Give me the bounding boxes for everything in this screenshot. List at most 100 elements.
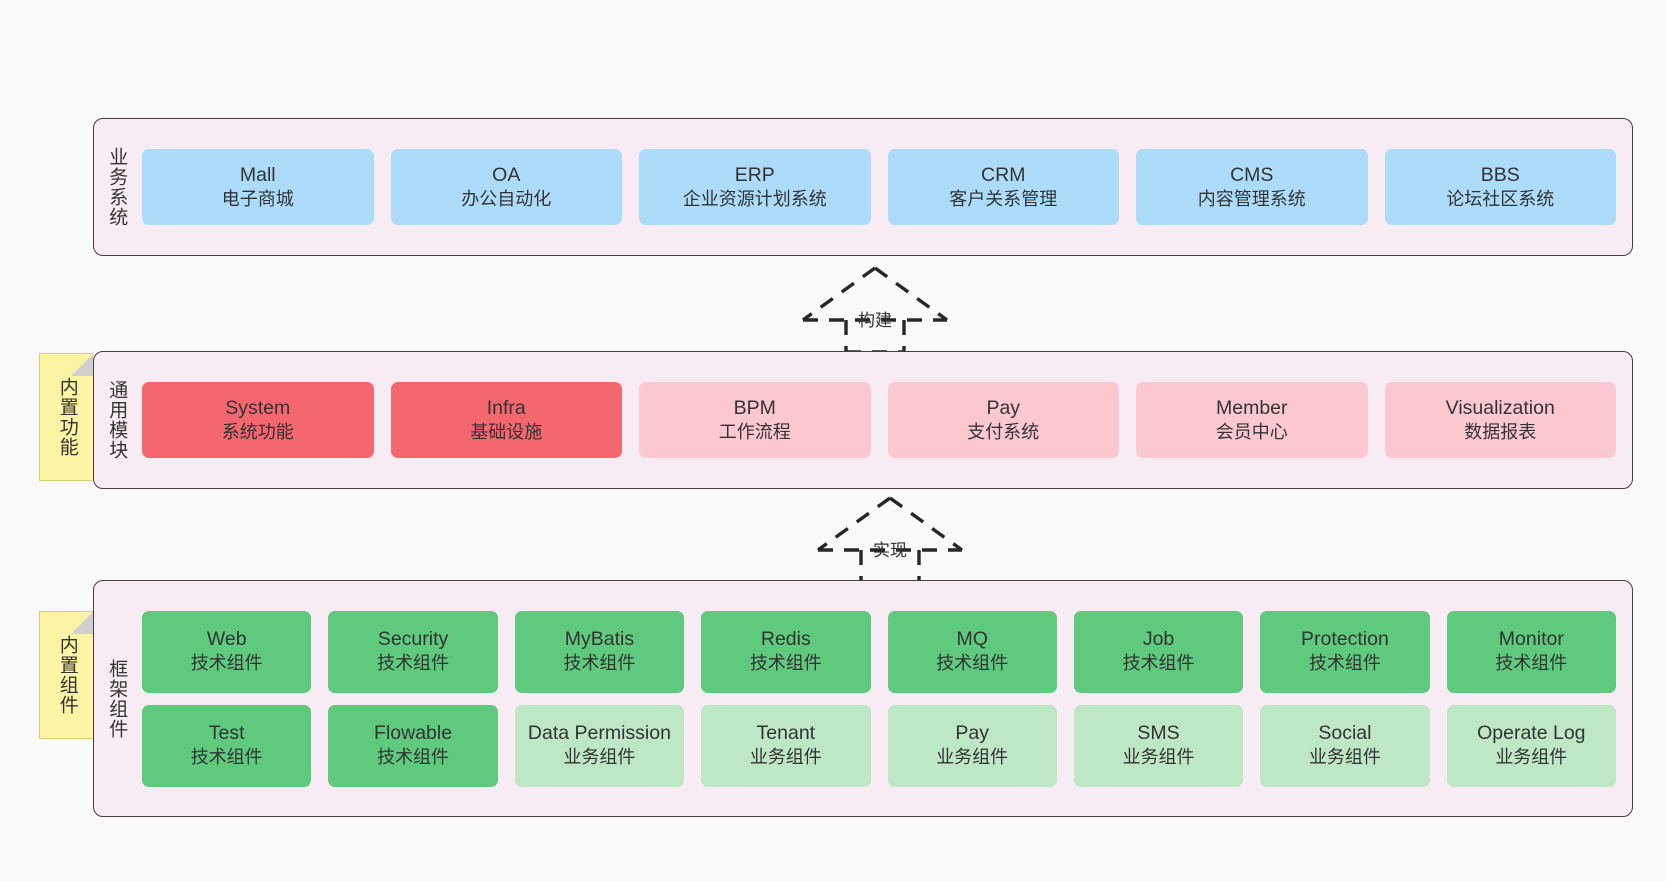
card-subtitle: 技术组件 — [377, 653, 450, 674]
card-row: Test 技术组件 Flowable 技术组件 Data Permission … — [142, 704, 1616, 787]
layer-body-business-systems: Mall 电子商城 OA 办公自动化 ERP 企业资源计划系统 CRM 客户关系… — [138, 119, 1632, 255]
card-title: Pay — [955, 722, 989, 745]
connector-build-label: 构建 — [858, 311, 892, 330]
layer-business-systems: 业务系统 Mall 电子商城 OA 办公自动化 ERP 企业资源计划系统 CRM… — [93, 118, 1633, 256]
card-title: Test — [208, 722, 245, 745]
card-crm[interactable]: CRM 客户关系管理 — [887, 149, 1119, 225]
card-subtitle: 工作流程 — [718, 421, 791, 442]
card-title: Monitor — [1498, 628, 1564, 651]
card-title: Security — [377, 628, 449, 651]
card-title: Pay — [986, 396, 1021, 419]
card-social[interactable]: Social 业务组件 — [1260, 704, 1430, 787]
card-subtitle: 业务组件 — [749, 747, 822, 768]
card-subtitle: 数据报表 — [1464, 421, 1537, 442]
card-title: Visualization — [1445, 396, 1555, 419]
card-subtitle: 技术组件 — [377, 747, 450, 768]
card-subtitle: 技术组件 — [749, 653, 822, 674]
card-monitor[interactable]: Monitor 技术组件 — [1446, 610, 1616, 693]
card-pay[interactable]: Pay 支付系统 — [887, 382, 1119, 458]
note-label: 内置组件 — [56, 635, 78, 715]
card-subtitle: 技术组件 — [190, 653, 263, 674]
card-subtitle: 业务组件 — [563, 747, 636, 768]
card-redis[interactable]: Redis 技术组件 — [701, 610, 871, 693]
card-tenant[interactable]: Tenant 业务组件 — [701, 704, 871, 787]
layer-title-business-systems: 业务系统 — [106, 147, 128, 227]
card-mall[interactable]: Mall 电子商城 — [142, 149, 374, 225]
card-pay-business[interactable]: Pay 业务组件 — [887, 704, 1057, 787]
card-subtitle: 技术组件 — [1308, 653, 1381, 674]
card-subtitle: 技术组件 — [563, 653, 636, 674]
card-subtitle: 系统功能 — [221, 421, 294, 442]
card-title: MyBatis — [564, 628, 635, 651]
layer-body-common-modules: System 系统功能 Infra 基础设施 BPM 工作流程 Pay 支付系统… — [138, 352, 1632, 488]
card-subtitle: 技术组件 — [936, 653, 1009, 674]
card-row: Mall 电子商城 OA 办公自动化 ERP 企业资源计划系统 CRM 客户关系… — [142, 149, 1616, 225]
card-title: Flowable — [374, 722, 453, 745]
card-subtitle: 业务组件 — [1122, 747, 1195, 768]
card-mybatis[interactable]: MyBatis 技术组件 — [514, 610, 685, 693]
card-title: SMS — [1137, 722, 1180, 745]
card-subtitle: 业务组件 — [1495, 747, 1568, 768]
card-subtitle: 技术组件 — [1122, 653, 1195, 674]
card-mq[interactable]: MQ 技术组件 — [887, 610, 1057, 693]
card-subtitle: 内容管理系统 — [1197, 188, 1306, 209]
card-protection[interactable]: Protection 技术组件 — [1260, 610, 1430, 693]
connector-build: 构建 — [795, 262, 955, 354]
card-web[interactable]: Web 技术组件 — [142, 610, 312, 693]
card-subtitle: 业务组件 — [1308, 747, 1381, 768]
card-title: System — [225, 396, 291, 419]
card-title: Redis — [760, 628, 811, 651]
card-title: Tenant — [756, 722, 816, 745]
card-flowable[interactable]: Flowable 技术组件 — [328, 704, 498, 787]
card-subtitle: 办公自动化 — [461, 188, 552, 209]
card-visualization[interactable]: Visualization 数据报表 — [1384, 382, 1616, 458]
card-title: OA — [492, 163, 521, 186]
card-subtitle: 企业资源计划系统 — [682, 188, 827, 209]
card-test[interactable]: Test 技术组件 — [142, 704, 312, 787]
card-title: Protection — [1301, 628, 1389, 651]
card-infra[interactable]: Infra 基础设施 — [390, 382, 622, 458]
card-bpm[interactable]: BPM 工作流程 — [639, 382, 871, 458]
layer-common-modules: 通用模块 System 系统功能 Infra 基础设施 BPM 工作流程 Pay… — [93, 351, 1633, 489]
layer-title-common-modules: 通用模块 — [106, 380, 128, 460]
card-subtitle: 客户关系管理 — [949, 188, 1058, 209]
card-job[interactable]: Job 技术组件 — [1073, 610, 1244, 693]
connector-implement: 实现 — [810, 492, 970, 584]
card-title: Social — [1318, 722, 1372, 745]
card-subtitle: 基础设施 — [470, 421, 543, 442]
card-row: Web 技术组件 Security 技术组件 MyBatis 技术组件 Redi… — [142, 610, 1616, 693]
card-member[interactable]: Member 会员中心 — [1136, 382, 1368, 458]
card-sms[interactable]: SMS 业务组件 — [1073, 704, 1244, 787]
card-title: CMS — [1230, 163, 1274, 186]
card-cms[interactable]: CMS 内容管理系统 — [1136, 149, 1368, 225]
card-title: Job — [1142, 628, 1175, 651]
card-bbs[interactable]: BBS 论坛社区系统 — [1384, 149, 1616, 225]
card-subtitle: 支付系统 — [967, 421, 1040, 442]
card-erp[interactable]: ERP 企业资源计划系统 — [639, 149, 871, 225]
connector-implement-label: 实现 — [873, 541, 907, 560]
card-title: Operate Log — [1477, 722, 1586, 745]
card-title: Mall — [239, 163, 276, 186]
layer-framework-components: 框架组件 Web 技术组件 Security 技术组件 MyBatis 技术组件… — [93, 580, 1633, 817]
note-builtin-features: 内置功能 — [39, 353, 93, 481]
card-security[interactable]: Security 技术组件 — [328, 610, 498, 693]
card-operate-log[interactable]: Operate Log 业务组件 — [1446, 704, 1616, 787]
card-data-permission[interactable]: Data Permission 业务组件 — [514, 704, 685, 787]
card-oa[interactable]: OA 办公自动化 — [390, 149, 622, 225]
card-title: BBS — [1480, 163, 1520, 186]
card-subtitle: 论坛社区系统 — [1446, 188, 1555, 209]
note-builtin-components: 内置组件 — [39, 611, 93, 739]
card-subtitle: 电子商城 — [221, 188, 294, 209]
card-title: CRM — [981, 163, 1026, 186]
card-title: Web — [206, 628, 247, 651]
card-title: BPM — [733, 396, 776, 419]
card-title: Member — [1215, 396, 1288, 419]
card-system[interactable]: System 系统功能 — [142, 382, 374, 458]
card-subtitle: 会员中心 — [1215, 421, 1288, 442]
card-subtitle: 技术组件 — [1495, 653, 1568, 674]
card-title: ERP — [734, 163, 775, 186]
card-subtitle: 技术组件 — [190, 747, 263, 768]
card-title: Infra — [486, 396, 526, 419]
card-row: System 系统功能 Infra 基础设施 BPM 工作流程 Pay 支付系统… — [142, 382, 1616, 458]
